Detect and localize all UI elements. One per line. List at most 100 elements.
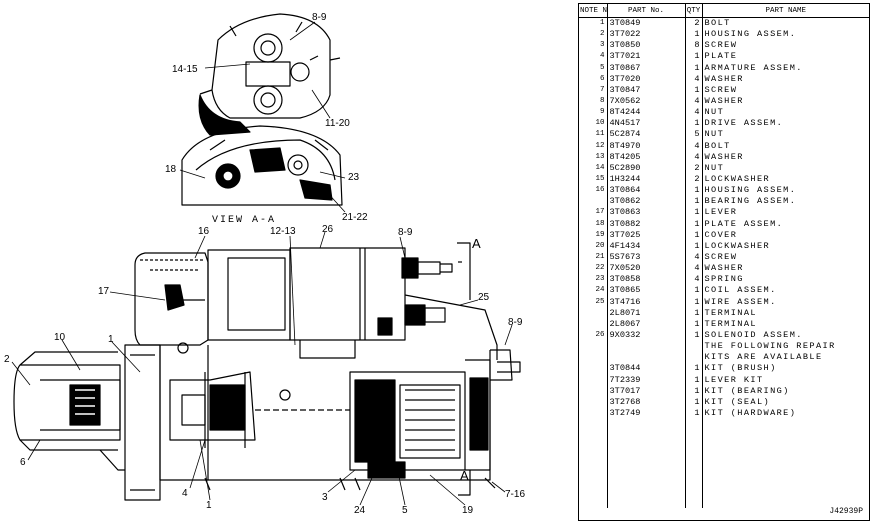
part-name-cell: ARMATURE ASSEM. [704,62,803,73]
callout: 2 [4,354,10,365]
section-marker-top-label: A [472,236,481,251]
part-no-cell: 3T2749 [607,407,686,420]
part-name-cell: WASHER [704,73,744,84]
part-name-cell: SPRING [704,274,744,285]
parts-table: NOTE No. PART No. QTY PART NAME 13T08492… [579,4,869,509]
qty-cell: 1 [685,196,703,208]
note-no-cell [579,396,608,408]
starter-motor-drawing: VIEW A-A A A 8-9 14-15 11-20 18 23 21-22… [4,12,525,516]
note-no-cell: 2 [579,29,608,41]
part-no-cell: 9X0332 [607,329,686,342]
part-name-cell: PLATE ASSEM. [704,218,784,229]
note-no-cell: 20 [579,240,608,252]
qty-cell: 1 [685,229,703,241]
callout: 1 [206,500,212,511]
part-no-cell [607,352,686,364]
callout: 8-9 [312,12,327,23]
qty-cell: 1 [685,207,703,219]
note-no-cell: 5 [579,62,608,74]
qty-cell [685,497,703,509]
part-name-cell: LEVER KIT [704,374,764,385]
callout: 23 [348,172,360,183]
part-name-cell: THE FOLLOWING REPAIR [704,341,836,352]
part-name-cell: KIT (BRUSH) [704,363,777,374]
qty-cell: 1 [685,29,703,41]
part-no-cell: 3T0864 [607,185,686,197]
callout: 10 [54,332,66,343]
qty-cell: 1 [685,329,703,342]
part-name-cell [702,475,869,486]
part-name-cell: SCREW [704,252,738,263]
note-no-cell [579,419,608,431]
note-no-cell: 22 [579,263,608,275]
qty-cell: 1 [685,318,703,330]
callout: 16 [198,226,210,237]
view-label: VIEW A-A [212,215,276,226]
qty-cell [685,352,703,364]
table-row [579,474,869,486]
callout: 18 [165,164,177,175]
part-name-cell: KITS ARE AVAILABLE [704,352,823,363]
part-no-cell: 5S7673 [607,251,686,264]
part-no-cell: 8T4970 [607,140,686,152]
part-no-cell: 8T4205 [607,151,686,163]
part-name-cell: LEVER [704,207,738,218]
qty-cell: 1 [685,374,703,386]
note-no-cell: 14 [579,162,608,174]
note-no-cell: 23 [579,274,608,286]
part-name-cell: WASHER [704,263,744,274]
part-name-cell: PLATE [704,51,738,62]
part-no-cell: 3T0863 [607,207,686,219]
note-no-cell: 8 [579,95,608,108]
part-no-cell: 1H3244 [607,173,686,186]
header-part-no: PART No. [607,4,686,18]
qty-cell: 1 [685,218,703,230]
table-row: KITS ARE AVAILABLE [579,352,869,364]
qty-cell: 1 [685,84,703,96]
qty-cell: 1 [685,62,703,74]
callout: 3 [322,492,328,503]
parts-list: NOTE No. PART No. QTY PART NAME 13T08492… [578,3,870,521]
side-view-main [13,247,521,501]
part-name-cell: KIT (BEARING) [704,385,790,396]
part-no-cell: 2L8071 [607,307,686,319]
section-marker-bottom [458,470,471,496]
parts-table-header: NOTE No. PART No. QTY PART NAME [579,4,869,18]
part-no-cell: 3T0844 [607,363,686,375]
part-no-cell: 4F1434 [607,240,686,252]
note-no-cell: 9 [579,107,608,119]
note-no-cell [579,341,608,353]
table-row [579,430,869,442]
note-no-cell: 7 [579,84,608,96]
qty-cell: 4 [685,151,703,163]
part-no-cell [607,419,686,431]
callout: 21-22 [342,212,368,223]
qty-cell: 1 [685,185,703,197]
part-name-cell: KIT (HARDWARE) [704,407,797,418]
table-row [579,452,869,464]
part-name-cell [702,452,869,463]
note-no-cell [579,407,608,420]
part-name-cell: DRIVE ASSEM. [704,118,784,129]
end-view-lower [181,125,343,206]
note-no-cell: 18 [579,218,608,230]
callout: 6 [20,457,26,468]
part-name-cell: NUT [704,129,725,140]
end-view-top [198,13,341,136]
part-no-cell [607,441,686,453]
